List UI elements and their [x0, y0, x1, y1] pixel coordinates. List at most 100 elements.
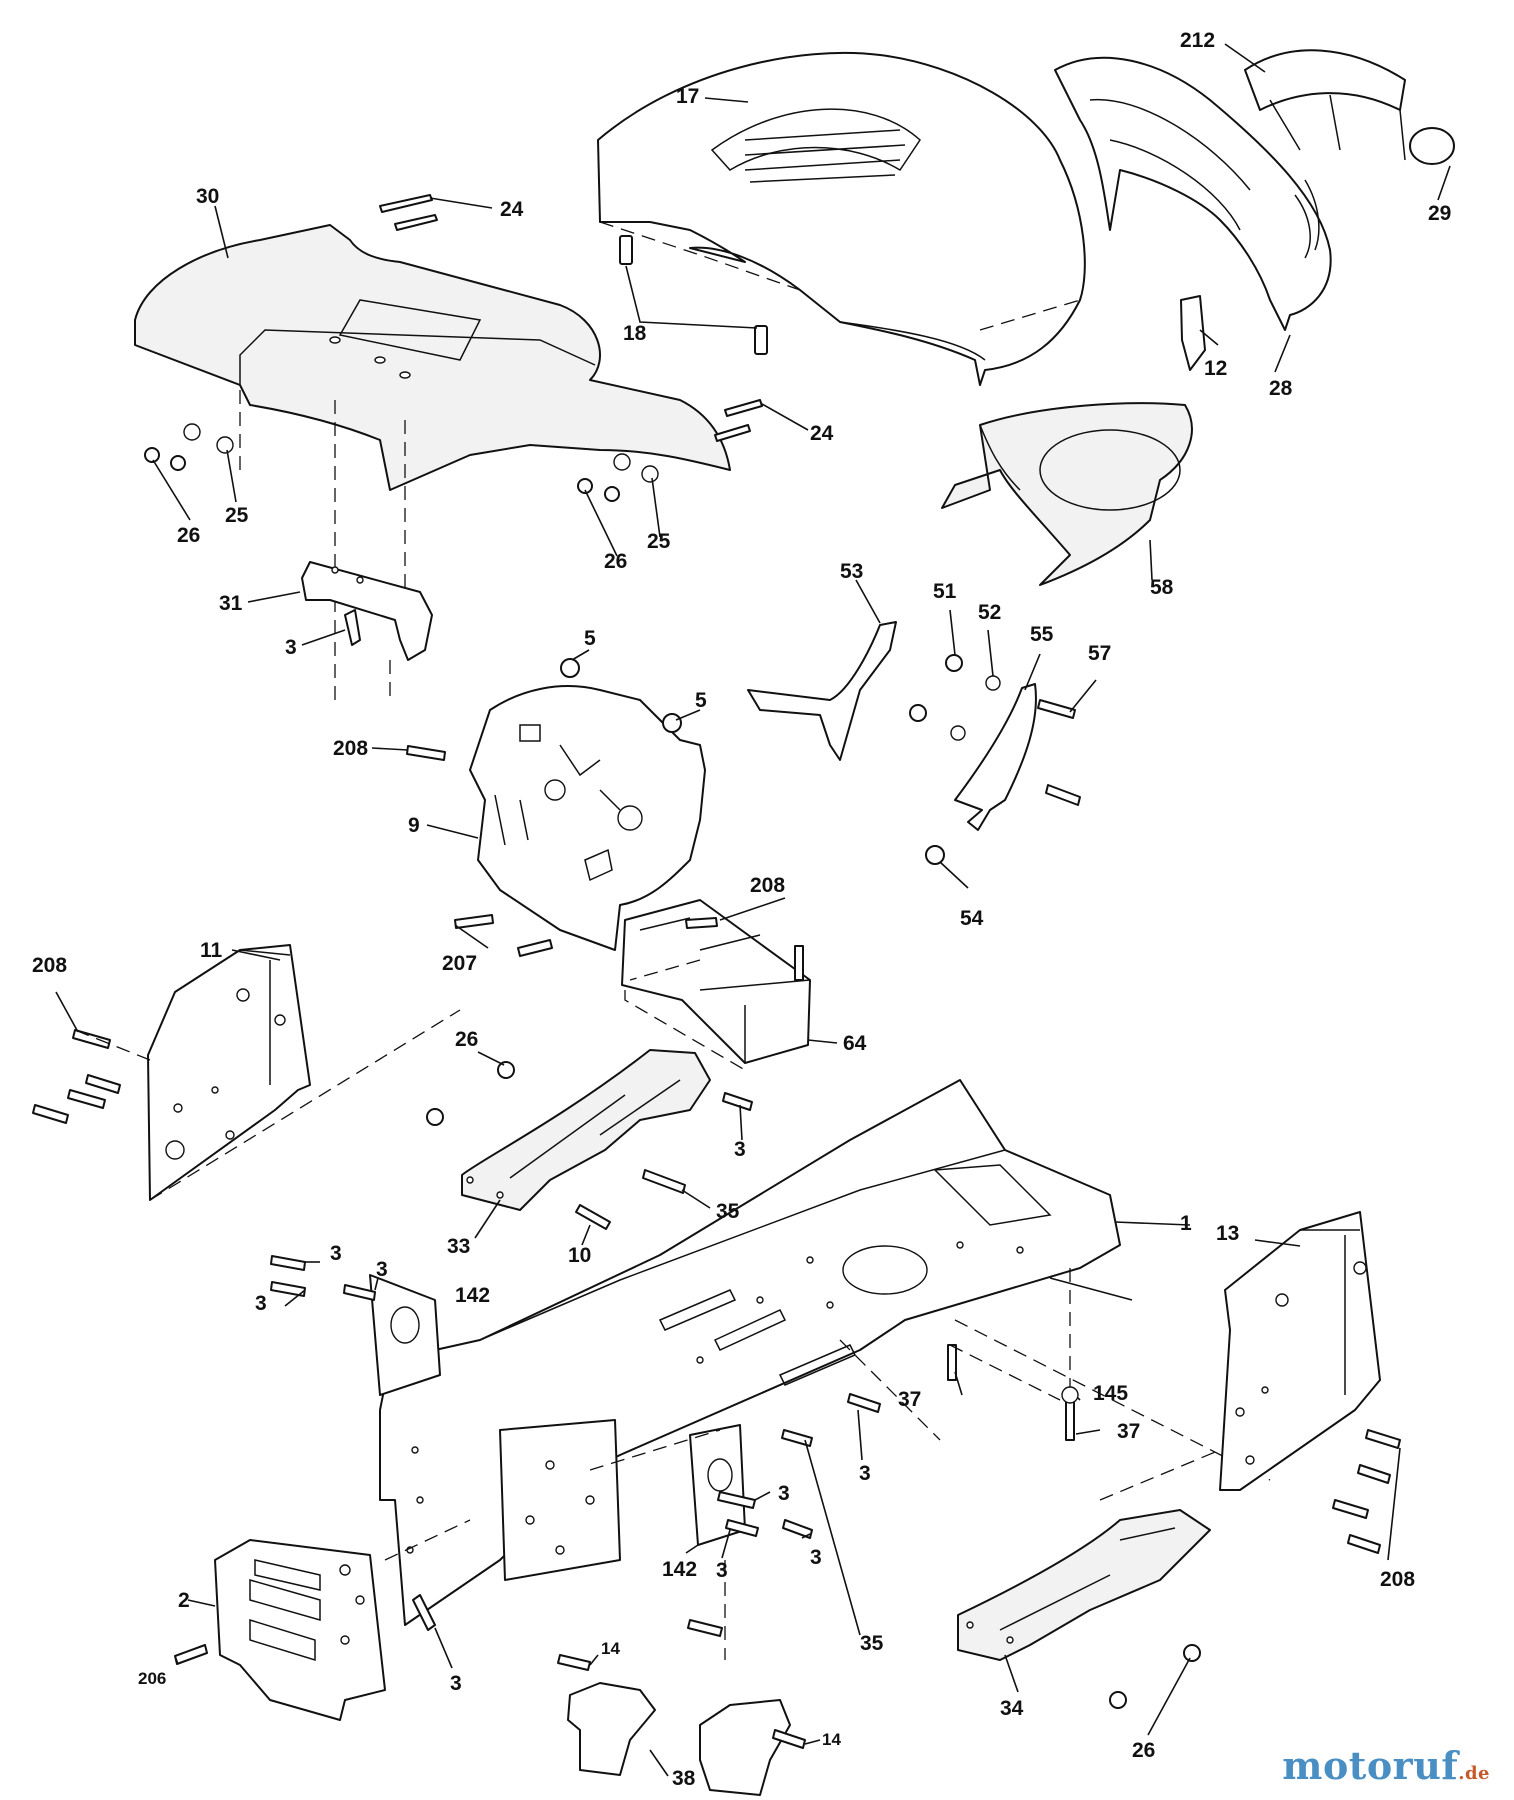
callout-3-i: 3 [716, 1559, 728, 1582]
bolt-208-c [794, 945, 804, 981]
bolt-208-group-right [1332, 1429, 1401, 1554]
callout-57: 57 [1088, 642, 1111, 665]
nut-washer-group-left [144, 423, 234, 471]
watermark-logo: motoruf.de [1282, 1743, 1490, 1788]
callout-142-b: 142 [662, 1558, 697, 1581]
nut-5-a [560, 658, 580, 678]
watermark-tld: .de [1458, 1763, 1490, 1784]
left-plate-11 [147, 944, 311, 1201]
callout-54: 54 [960, 907, 984, 930]
callout-18: 18 [623, 322, 647, 345]
support-64 [621, 899, 811, 1071]
callout-37-b: 37 [1117, 1420, 1140, 1443]
washer-52-group [950, 675, 1001, 741]
hood-support-58 [941, 402, 1193, 586]
nut-51-group [909, 654, 963, 722]
bolt-35-a [642, 1169, 686, 1194]
bolt-208-b [685, 917, 718, 929]
bolt-208-a [406, 745, 446, 761]
nut-26-group-mid [426, 1061, 515, 1126]
bolt-14-b [772, 1729, 806, 1749]
callout-11: 11 [200, 939, 223, 962]
washer-145 [1061, 1386, 1079, 1404]
callout-3-f: 3 [859, 1462, 871, 1485]
bolt-208-group-left [32, 1029, 121, 1124]
emblem-29 [1409, 127, 1455, 165]
callout-34: 34 [1000, 1697, 1024, 1720]
callout-3-j: 3 [450, 1672, 462, 1695]
nut-5-b [662, 713, 682, 733]
callout-145: 145 [1093, 1382, 1128, 1405]
bracket-38-a [567, 1682, 656, 1776]
bracket-12 [1180, 295, 1206, 371]
screw-54 [925, 845, 945, 865]
callout-206: 206 [138, 1669, 166, 1688]
callout-17: 17 [676, 85, 699, 108]
watermark-name: motoruf [1282, 1743, 1459, 1788]
callout-24-a: 24 [500, 198, 524, 221]
bolt-37-b [1065, 1399, 1075, 1441]
callout-208-a: 208 [333, 737, 368, 760]
callout-38: 38 [672, 1767, 696, 1790]
footrest-33 [461, 1049, 711, 1211]
hood-part-17 [597, 51, 1086, 386]
clip-18-a [619, 235, 633, 265]
callout-3-c: 3 [330, 1242, 342, 1265]
callout-31: 31 [219, 592, 243, 615]
assembly-lines [74, 660, 1221, 1660]
callout-1: 1 [1180, 1212, 1192, 1235]
bolt-35-b [687, 1619, 723, 1637]
leader-lines [55, 43, 1451, 1777]
callout-2: 2 [178, 1589, 190, 1612]
callout-labels: 17 212 29 12 28 18 30 24 24 25 26 25 26 … [32, 29, 1451, 1790]
bracket-142-b [689, 1424, 746, 1546]
callout-26-c: 26 [455, 1028, 478, 1051]
bolt-37-a [947, 1344, 957, 1381]
callout-35-b: 35 [860, 1632, 884, 1655]
grille-housing-part [1054, 56, 1332, 331]
callout-3-g: 3 [778, 1482, 790, 1505]
front-bracket-2 [214, 1539, 386, 1721]
callout-37-a: 37 [898, 1388, 921, 1411]
callout-24-b: 24 [810, 422, 834, 445]
callout-55: 55 [1030, 623, 1054, 646]
bracket-38-b [699, 1699, 791, 1796]
callout-58: 58 [1150, 576, 1174, 599]
bracket-53 [747, 621, 897, 761]
callout-208-c: 208 [32, 954, 67, 977]
callout-5-a: 5 [584, 627, 596, 650]
bracket-31 [301, 561, 433, 661]
callout-51: 51 [933, 580, 957, 603]
callout-33: 33 [447, 1235, 470, 1258]
callout-52: 52 [978, 601, 1001, 624]
bolt-24-group-a [379, 194, 438, 231]
bolt-57-group [1037, 699, 1081, 806]
callout-3-b: 3 [734, 1138, 746, 1161]
nut-26-group-bottom [1109, 1644, 1201, 1709]
main-frame-1 [379, 1079, 1271, 1626]
callout-3-d: 3 [255, 1292, 267, 1315]
rear-fender-30 [134, 224, 731, 491]
bolt-14-a [557, 1654, 591, 1671]
callout-26-b: 26 [604, 550, 627, 573]
bolt-3-a [344, 609, 361, 646]
bolt-207-b [517, 939, 553, 957]
callout-30: 30 [196, 185, 219, 208]
callout-13: 13 [1216, 1222, 1239, 1245]
callout-14-b: 14 [822, 1730, 841, 1749]
callout-64: 64 [843, 1032, 867, 1055]
callout-10: 10 [568, 1244, 591, 1267]
clip-18-b [754, 325, 768, 355]
callout-35-a: 35 [716, 1200, 740, 1223]
bolt-207-a [454, 914, 494, 929]
callout-14-a: 14 [601, 1639, 620, 1658]
callout-142-a: 142 [455, 1284, 490, 1307]
right-plate-13 [1219, 1211, 1381, 1491]
callout-212: 212 [1180, 29, 1215, 52]
bolt-10 [575, 1204, 611, 1230]
callout-9: 9 [408, 814, 420, 837]
fender-guide-lines [239, 390, 406, 700]
footrest-34 [957, 1509, 1211, 1661]
callout-26-d: 26 [1132, 1739, 1155, 1762]
